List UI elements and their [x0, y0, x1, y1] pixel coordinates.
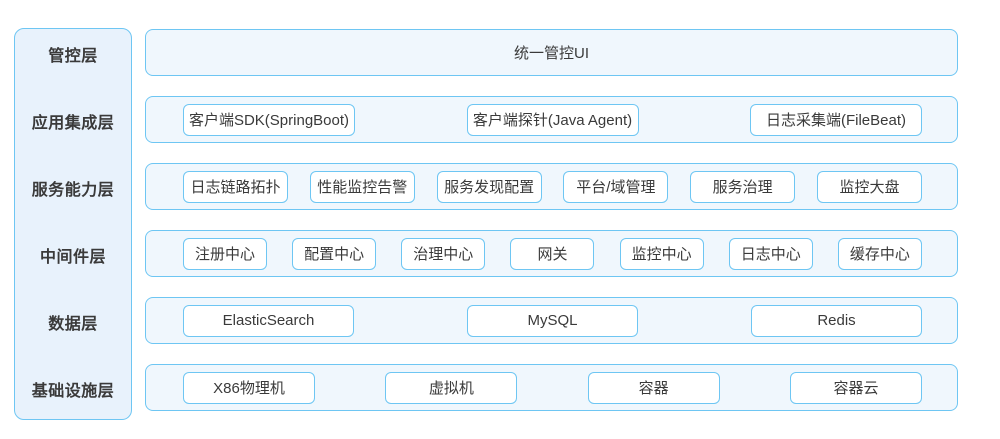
component-box-monitor-dashboard: 监控大盘	[816, 170, 922, 203]
component-box-cache-center: 缓存中心	[837, 237, 922, 270]
component-box-container-cloud: 容器云	[789, 371, 922, 404]
component-box-log-trace-topology: 日志链路拓扑	[183, 170, 288, 203]
component-box-client-agent: 客户端探针(Java Agent)	[466, 103, 639, 136]
unified-control-ui-label: 统一管控UI	[513, 45, 589, 62]
sidebar-label-infrastructure-layer: 基础设施层	[31, 382, 115, 400]
sidebar-label-service-capability-layer: 服务能力层	[31, 181, 115, 199]
layer-rows: 统一管控UI 客户端SDK(SpringBoot) 客户端探针(Java Age…	[145, 29, 958, 411]
sidebar-label-middleware-layer: 中间件层	[39, 248, 106, 266]
component-box-client-sdk: 客户端SDK(SpringBoot)	[183, 103, 355, 136]
component-box-service-discovery-config: 服务发现配置	[436, 170, 542, 203]
row-control-layer: 统一管控UI	[145, 29, 958, 76]
component-box-performance-monitor-alert: 性能监控告警	[309, 170, 415, 203]
component-box-service-governance: 服务治理	[690, 170, 796, 203]
row-app-integration-layer: 客户端SDK(SpringBoot) 客户端探针(Java Agent) 日志采…	[145, 96, 958, 143]
component-box-monitor-center: 监控中心	[619, 237, 704, 270]
sidebar-label-control-layer: 管控层	[48, 47, 98, 65]
component-box-mysql: MySQL	[467, 304, 638, 337]
component-box-container: 容器	[587, 371, 720, 404]
component-box-log-center: 日志中心	[728, 237, 813, 270]
component-box-x86-physical-machine: X86物理机	[183, 371, 315, 404]
row-middleware-layer: 注册中心 配置中心 治理中心 网关 监控中心 日志中心 缓存中心	[145, 230, 958, 277]
component-box-registry-center: 注册中心	[183, 237, 267, 270]
component-box-log-collector: 日志采集端(FileBeat)	[750, 103, 922, 136]
component-box-virtual-machine: 虚拟机	[385, 371, 518, 404]
row-infrastructure-layer: X86物理机 虚拟机 容器 容器云	[145, 364, 958, 411]
sidebar-label-app-integration-layer: 应用集成层	[31, 114, 115, 132]
component-box-redis: Redis	[751, 304, 922, 337]
row-service-capability-layer: 日志链路拓扑 性能监控告警 服务发现配置 平台/域管理 服务治理 监控大盘	[145, 163, 958, 210]
component-box-gateway: 网关	[510, 237, 595, 270]
component-box-platform-domain-mgmt: 平台/域管理	[563, 170, 669, 203]
sidebar-label-data-layer: 数据层	[48, 315, 98, 333]
component-box-config-center: 配置中心	[292, 237, 377, 270]
row-data-layer: ElasticSearch MySQL Redis	[145, 297, 958, 344]
component-box-elasticsearch: ElasticSearch	[183, 304, 354, 337]
layer-sidebar: 管控层 应用集成层 服务能力层 中间件层 数据层 基础设施层	[14, 28, 132, 420]
component-box-governance-center: 治理中心	[401, 237, 486, 270]
